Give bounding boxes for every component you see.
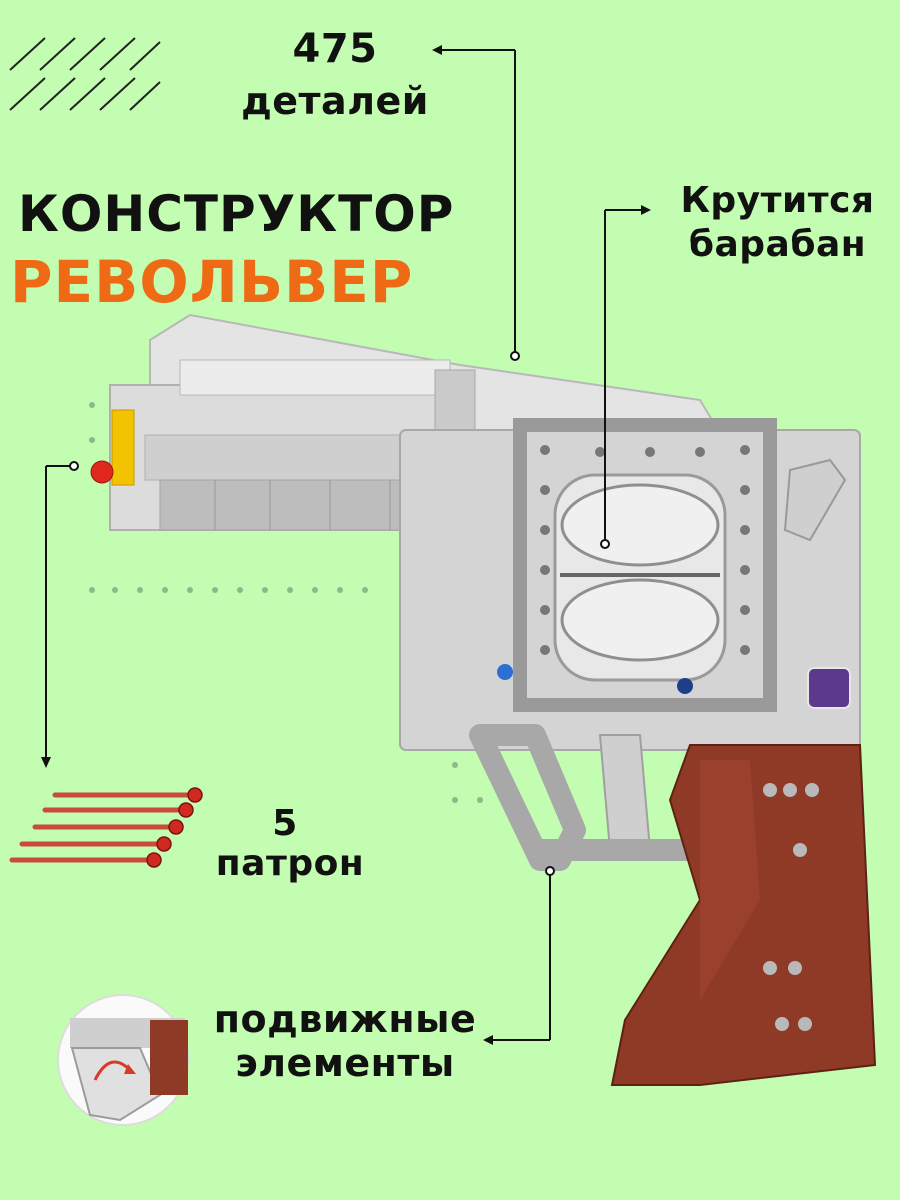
moving-parts-label-line1: подвижные [213, 997, 477, 1041]
moving-parts-label-line2: элементы [235, 1041, 455, 1085]
callout-parts [432, 45, 520, 361]
callout-drum [600, 205, 651, 549]
darts-illustration [9, 787, 203, 868]
parts-count-label: 475 [292, 26, 378, 72]
callout-ammo [41, 461, 79, 768]
ammo-count-label: 5 [272, 803, 298, 844]
hatch-decoration [9, 37, 161, 111]
ammo-word-label: патрон [215, 843, 365, 884]
callout-moving [483, 866, 555, 1045]
detail-inset [57, 994, 189, 1126]
title-line1: КОНСТРУКТОР [18, 185, 455, 243]
revolver-illustration [90, 313, 877, 1086]
parts-word-label: деталей [241, 79, 429, 123]
drum-label-line1: Крутится [680, 180, 875, 221]
title-line2: РЕВОЛЬВЕР [10, 248, 414, 316]
drum-label-line2: барабан [688, 224, 867, 265]
